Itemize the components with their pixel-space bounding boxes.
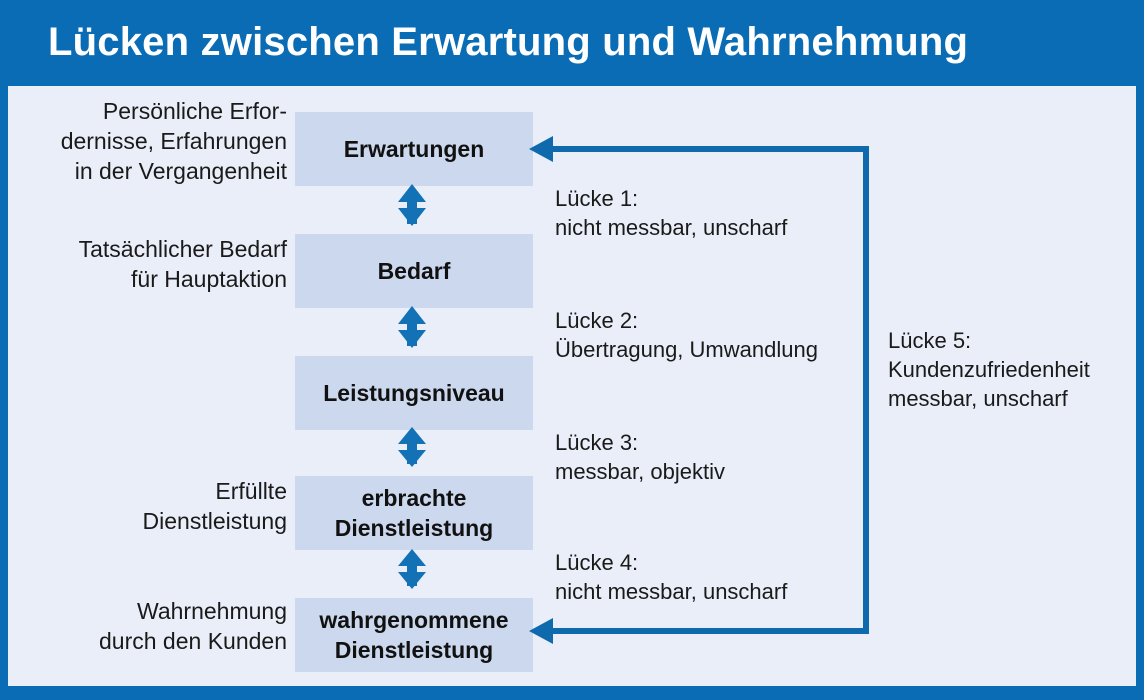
node-wahrgenommene-dienstleistung[interactable]: wahrgenommene Dienstleistung (295, 598, 533, 672)
gap-1-desc: nicht messbar, unscharf (555, 215, 788, 240)
gap-2-desc: Übertragung, Umwandlung (555, 337, 818, 362)
header-bar: Lücken zwischen Erwartung und Wahrnehmun… (0, 0, 1144, 83)
side-label-erwartungen: Persönliche Erfor- dernisse, Erfahrungen… (60, 98, 287, 184)
gap-1-title: Lücke 1: (555, 186, 639, 211)
gap-5-desc: Kundenzufriedenheit messbar, unscharf (888, 357, 1090, 411)
gap-2-title: Lücke 2: (555, 308, 639, 333)
gap-3-desc: messbar, objektiv (555, 459, 725, 484)
node-leistungsniveau[interactable]: Leistungsniveau (295, 356, 533, 430)
page-title: Lücken zwischen Erwartung und Wahrnehmun… (48, 19, 969, 64)
arrow-bedarf-leistungsniveau (398, 306, 426, 348)
node-bedarf[interactable]: Bedarf (295, 234, 533, 308)
arrow-erwartungen-bedarf (398, 184, 426, 226)
side-label-erbrachte: Erfüllte Dienstleistung (142, 478, 287, 534)
node-erwartungen[interactable]: Erwartungen (295, 112, 533, 186)
node-erbrachte-dienstleistung[interactable]: erbrachte Dienstleistung (295, 476, 533, 550)
gap-5-title: Lücke 5: (888, 328, 972, 353)
gap-4-desc: nicht messbar, unscharf (555, 579, 788, 604)
side-label-wahrgenommene: Wahrnehmung durch den Kunden (99, 598, 287, 654)
gap-4-title: Lücke 4: (555, 550, 639, 575)
arrow-leistungsniveau-erbrachte (398, 427, 426, 467)
arrow-erbrachte-wahrgenommene (398, 549, 426, 589)
gap-3-title: Lücke 3: (555, 430, 639, 455)
diagram-canvas: Persönliche Erfor- dernisse, Erfahrungen… (8, 86, 1136, 686)
side-label-bedarf: Tatsächlicher Bedarf für Hauptaktion (78, 236, 287, 292)
